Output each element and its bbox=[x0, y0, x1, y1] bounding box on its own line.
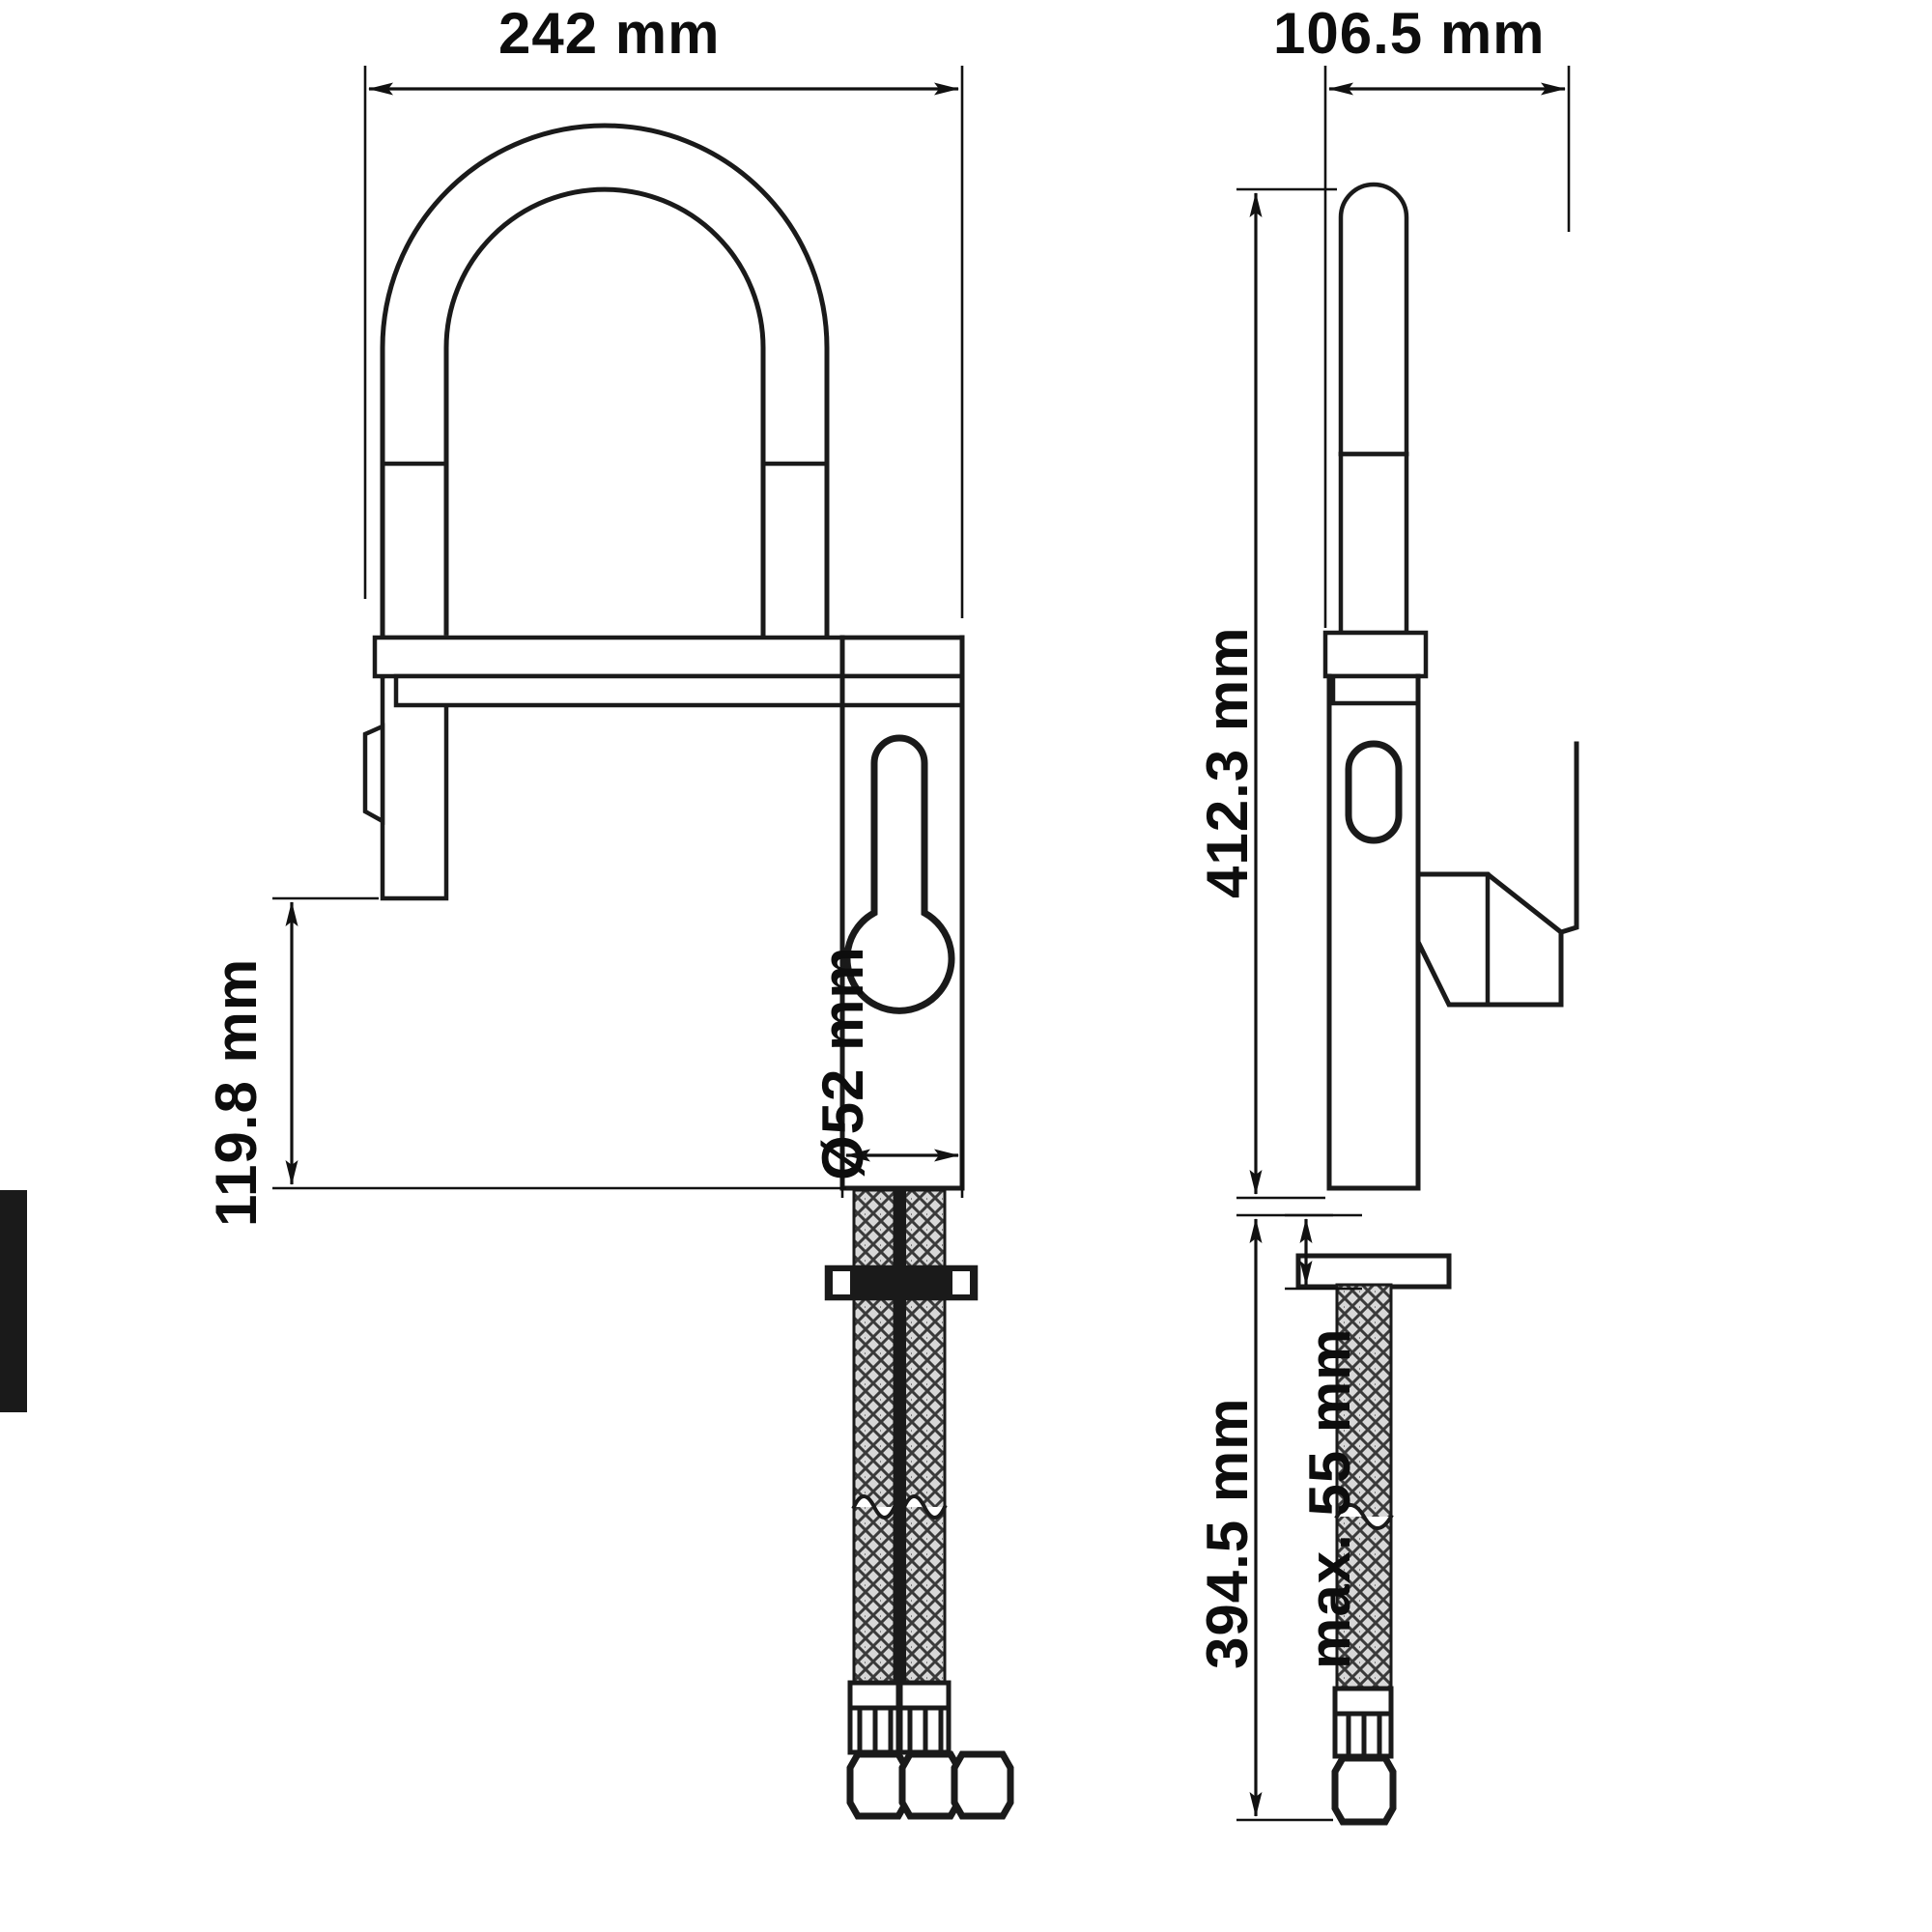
side-view-geometry bbox=[0, 182, 1579, 1826]
dimension-label-width-overall: 242 mm bbox=[498, 1, 721, 66]
dimension-label-hose-length: 394.5 mm bbox=[1195, 1397, 1260, 1669]
dimension-label-depth-overall: 106.5 mm bbox=[1273, 1, 1546, 66]
dimension-label-max-deck-thickness: max. 55 mm bbox=[1297, 1327, 1362, 1669]
dimension-label-spout-clearance: 119.8 mm bbox=[204, 957, 269, 1227]
front-view-geometry bbox=[362, 123, 1014, 1820]
dimension-lines bbox=[272, 66, 1571, 1822]
dimension-label-base-diameter: Ø52 mm bbox=[810, 946, 875, 1180]
dimension-label-height-overall: 412.3 mm bbox=[1195, 626, 1260, 898]
